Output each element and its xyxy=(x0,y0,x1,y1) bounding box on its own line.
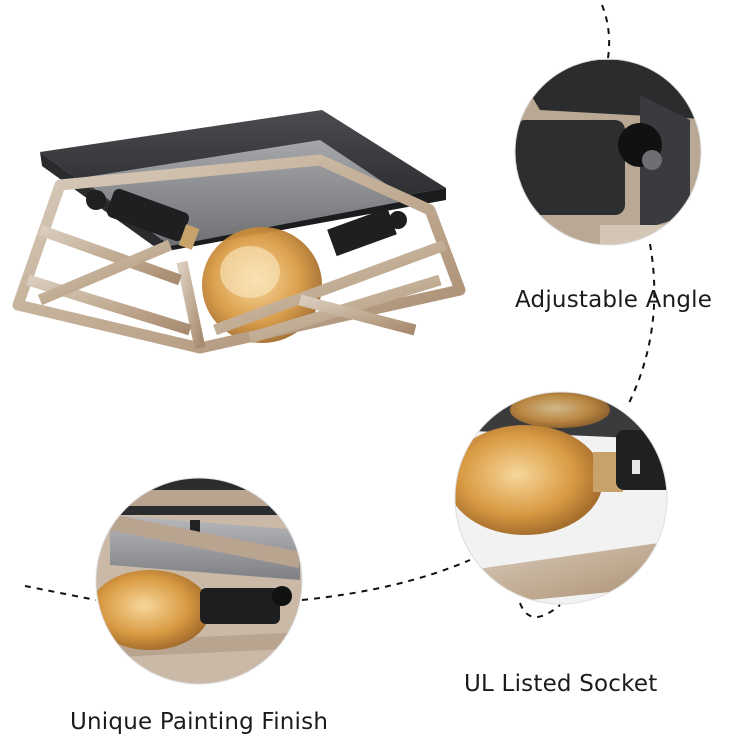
caption-adjustable-angle: Adjustable Angle xyxy=(515,287,713,313)
detail-circle-painting-finish xyxy=(96,478,302,684)
detail-circle-ul-socket xyxy=(455,392,667,604)
detail-circle-adjustable-angle xyxy=(515,59,701,245)
caption-ul-listed-socket: UL Listed Socket xyxy=(464,671,658,697)
ceiling-light-fixture xyxy=(12,110,466,354)
dashed-connector-lines xyxy=(24,4,656,618)
caption-unique-painting-finish: Unique Painting Finish xyxy=(70,709,329,735)
